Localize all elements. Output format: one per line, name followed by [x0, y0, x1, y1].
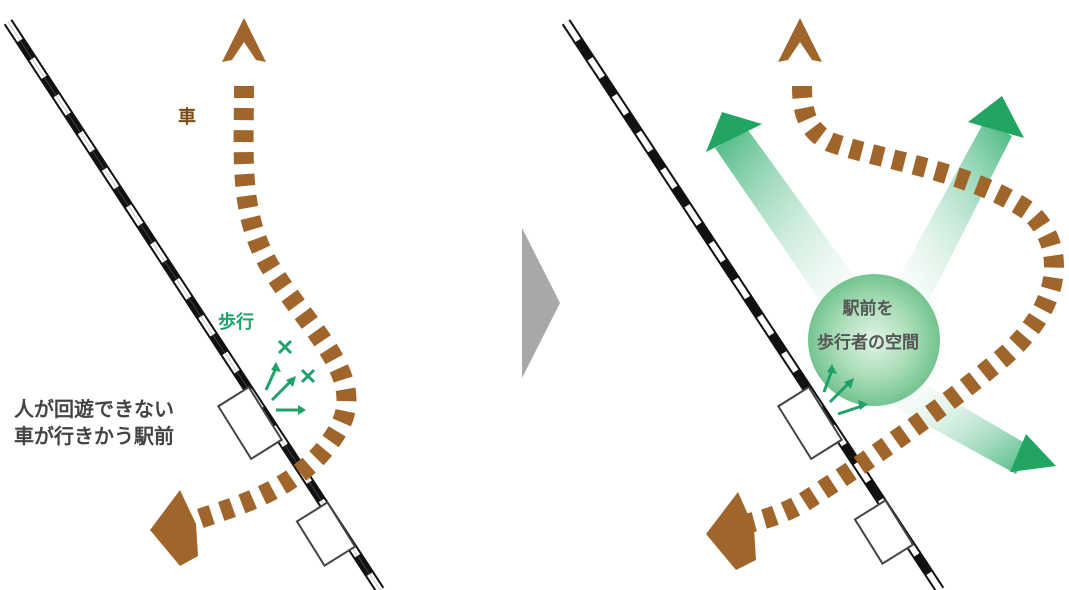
plaza-title-line1: 駅前を	[842, 298, 894, 319]
arrow-head-icon	[706, 492, 756, 570]
arrow-head-icon	[222, 18, 266, 62]
train	[776, 385, 915, 565]
arrow-head-icon	[706, 112, 762, 152]
train	[216, 385, 357, 567]
arrow-head-icon	[968, 96, 1024, 138]
train-car	[853, 499, 915, 565]
railway-track	[561, 19, 945, 590]
plaza-title-line2: 歩行者の空間	[817, 332, 919, 353]
before-caption-line1: 人が回遊できない	[14, 397, 174, 421]
train-car	[776, 385, 844, 461]
arrow-head-icon	[778, 18, 822, 62]
pedestrian-arrows	[822, 364, 868, 416]
railway-track	[3, 19, 385, 590]
before-caption: 人が回遊できない 車が行きかう駅前	[14, 396, 174, 450]
car-label: 車	[178, 106, 196, 128]
arrow-head-icon	[1010, 434, 1056, 472]
x-mark-icon	[277, 339, 293, 355]
car-route	[150, 18, 357, 566]
train-car	[216, 385, 284, 461]
after-panel: 駅前を 歩行者の空間	[561, 18, 1064, 590]
station-plaza-circle	[808, 274, 940, 406]
chevron-right-icon	[522, 228, 560, 378]
arrow-head-icon	[150, 490, 198, 566]
x-mark-icon	[300, 368, 316, 384]
car-route	[706, 18, 1064, 570]
blocked-pedestrian-arrows	[264, 339, 316, 415]
before-panel: 車 歩行	[3, 18, 385, 590]
pedestrian-flows	[706, 96, 1056, 474]
train-car	[295, 501, 357, 567]
walk-label: 歩行	[218, 311, 254, 333]
before-caption-line2: 車が行きかう駅前	[14, 424, 174, 448]
